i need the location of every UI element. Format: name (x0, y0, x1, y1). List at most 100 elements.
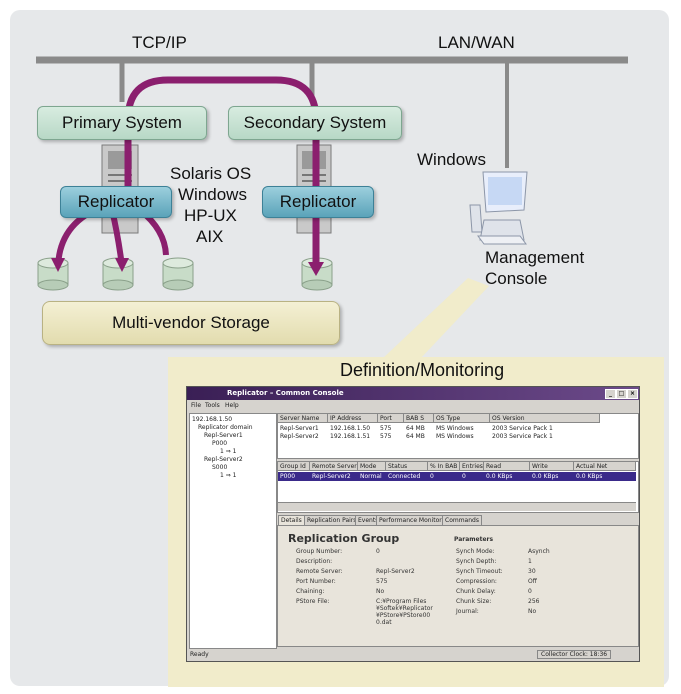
disk-icon-1 (37, 257, 69, 291)
tree-node-s000[interactable]: S000 (212, 464, 228, 471)
detail-value: C:¥Program Files¥Softek¥Replicator¥PStor… (376, 598, 433, 626)
parameter-value: 256 (528, 598, 540, 605)
grid-header[interactable]: Write (530, 462, 574, 471)
parameter-key: Chunk Size: (456, 598, 492, 605)
grid-cell: 64 MB (406, 433, 425, 440)
grid-header[interactable]: OS Version (490, 414, 600, 423)
tree-node-p000[interactable]: P000 (212, 440, 228, 447)
secondary-system-box: Secondary System (228, 106, 402, 140)
grid-cell: Connected (388, 473, 421, 480)
tree-node-pair2[interactable]: 1 ⇒ 1 (220, 472, 237, 479)
os-label-solaris: Solaris OS (170, 164, 252, 183)
storage-box: Multi-vendor Storage (42, 301, 340, 345)
grid-cell: Repl-Server1 (280, 425, 319, 432)
tcpip-label: TCP/IP (132, 33, 187, 52)
tree-node-server2[interactable]: Repl-Server2 (204, 456, 243, 463)
grid-header[interactable]: OS Type (434, 414, 490, 423)
selected-row[interactable] (278, 472, 636, 481)
os-label-aix: AIX (196, 227, 224, 246)
grid-cell: 0.0 KBps (576, 473, 603, 480)
grid-header[interactable]: BAB S (404, 414, 434, 423)
minimize-icon[interactable]: _ (605, 389, 616, 399)
menu-file[interactable]: File (191, 402, 202, 409)
grid-cell: 0.0 KBps (486, 473, 513, 480)
grid-cell: 575 (380, 433, 392, 440)
grid-cell: Repl-Server2 (280, 433, 319, 440)
detail-value: Repl-Server2 (376, 568, 415, 575)
menu-help[interactable]: Help (225, 402, 239, 409)
callout-connector (382, 278, 489, 359)
console-window: Replicator – Common Console _ □ × File T… (186, 386, 640, 662)
status-ready: Ready (190, 651, 209, 658)
maximize-icon[interactable]: □ (616, 389, 627, 399)
server-tree: 192.168.1.50 Replicator domain Repl-Serv… (189, 413, 277, 649)
parameter-value: Asynch (528, 548, 550, 555)
parameter-value: 1 (528, 558, 532, 565)
group-grid: Group Id Remote Server Mode Status % In … (277, 461, 639, 513)
grid-cell: 0 (462, 473, 466, 480)
management-label: Management (485, 248, 585, 267)
grid-cell: 0.0 KBps (532, 473, 559, 480)
windows-label: Windows (417, 150, 486, 169)
grid-header[interactable]: Entries (460, 462, 484, 471)
tab-commands[interactable]: Commands (442, 515, 482, 526)
grid-cell: 2003 Service Pack 1 (492, 425, 553, 432)
grid-header[interactable]: Mode (358, 462, 386, 471)
grid-header[interactable]: Server Name (278, 414, 328, 423)
parameter-value: Off (528, 578, 537, 585)
grid-header[interactable]: Status (386, 462, 428, 471)
grid-cell: 2003 Service Pack 1 (492, 433, 553, 440)
console-label: Console (485, 269, 548, 288)
management-console-computer-icon (469, 171, 528, 245)
os-label-windows: Windows (178, 185, 247, 204)
grid-header[interactable]: Remote Server (310, 462, 358, 471)
parameter-key: Synch Timeout: (456, 568, 503, 575)
horizontal-scrollbar[interactable] (278, 502, 636, 511)
grid-cell: 575 (380, 425, 392, 432)
menu-bar: File Tools Help (187, 401, 639, 411)
grid-cell: MS Windows (436, 425, 474, 432)
definition-monitoring-title: Definition/Monitoring (340, 360, 505, 380)
os-label-hpux: HP-UX (184, 206, 237, 225)
status-clock: Collector Clock: 18:36 (537, 650, 612, 659)
parameters-title: Parameters (454, 536, 494, 543)
grid-header[interactable]: Port (378, 414, 404, 423)
grid-cell: 192.168.1.50 (330, 425, 371, 432)
grid-header[interactable]: % In BAB (428, 462, 460, 471)
grid-cell: Normal (360, 473, 382, 480)
detail-value: No (376, 588, 385, 595)
close-icon[interactable]: × (627, 389, 638, 399)
grid-header[interactable]: Group Id (278, 462, 310, 471)
grid-cell: 192.168.1.51 (330, 433, 371, 440)
grid-cell: 64 MB (406, 425, 425, 432)
detail-key: Remote Server: (296, 568, 343, 575)
parameter-value: No (528, 608, 537, 615)
tree-node-pair1[interactable]: 1 ⇒ 1 (220, 448, 237, 455)
replicator-box-secondary: Replicator (262, 186, 374, 218)
parameter-key: Synch Depth: (456, 558, 497, 565)
arrow-head-disk-1 (51, 258, 65, 272)
grid-cell: Repl-Server2 (312, 473, 351, 480)
menu-tools[interactable]: Tools (205, 402, 220, 409)
details-pane: Replication Group Parameters Group Numbe… (277, 525, 639, 647)
detail-key: Chaining: (296, 588, 325, 595)
detail-value: 575 (376, 578, 388, 585)
console-title: Replicator – Common Console (227, 389, 344, 397)
parameter-key: Compression: (456, 578, 497, 585)
parameter-key: Journal: (456, 608, 479, 615)
replicator-box-primary: Replicator (60, 186, 172, 218)
server-grid: Server Name IP Address Port BAB S OS Typ… (277, 413, 639, 459)
tree-node-host[interactable]: 192.168.1.50 (192, 416, 233, 423)
primary-system-box: Primary System (37, 106, 207, 140)
tree-node-server1[interactable]: Repl-Server1 (204, 432, 243, 439)
grid-cell: P000 (280, 473, 296, 480)
parameter-value: 30 (528, 568, 536, 575)
status-bar: Ready Collector Clock: 18:36 (187, 649, 639, 660)
parameter-key: Chunk Delay: (456, 588, 496, 595)
grid-header[interactable]: Actual Net (574, 462, 636, 471)
grid-header[interactable]: IP Address (328, 414, 378, 423)
grid-header[interactable]: Read (484, 462, 530, 471)
tree-node-domain[interactable]: Replicator domain (198, 424, 253, 431)
lanwan-label: LAN/WAN (438, 33, 515, 52)
